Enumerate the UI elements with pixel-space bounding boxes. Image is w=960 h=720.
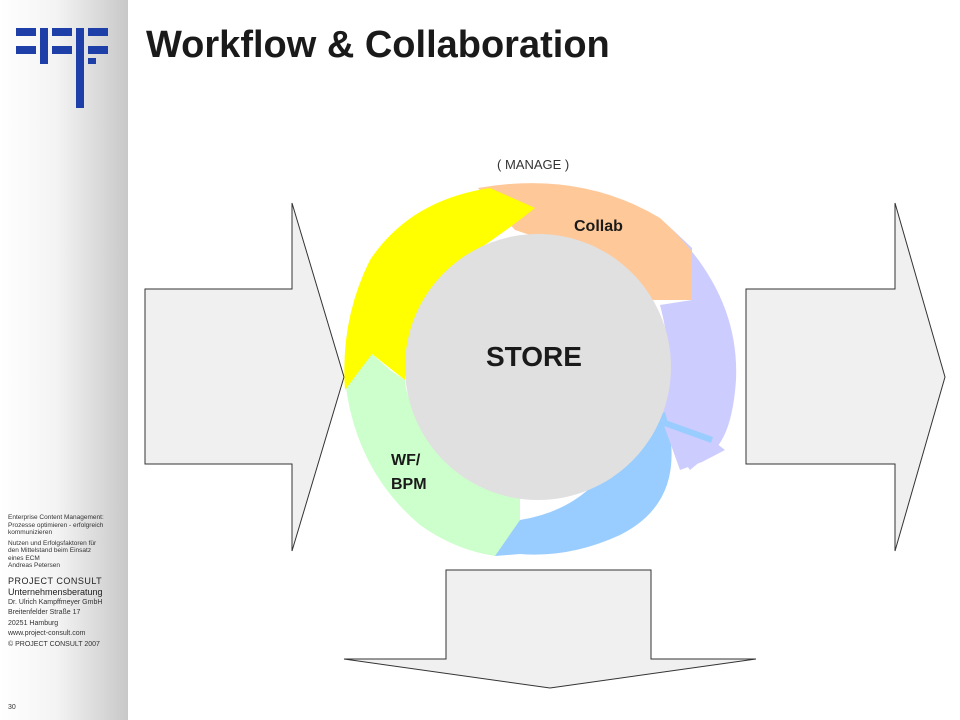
sidebar-line: Nutzen und Erfolgsfaktoren für bbox=[8, 539, 97, 547]
address-line: Dr. Ulrich Kampffmeyer GmbH bbox=[8, 598, 103, 606]
page-title: Workflow & Collaboration bbox=[146, 24, 610, 66]
company-name: PROJECT CONSULT bbox=[8, 575, 103, 586]
right-arrowhead bbox=[662, 420, 725, 470]
sidebar-line: kommunizieren bbox=[8, 529, 53, 536]
project-consult-logo-icon bbox=[16, 28, 108, 108]
right-segment bbox=[660, 218, 737, 470]
sidebar-panel bbox=[0, 0, 128, 720]
output-arrow bbox=[745, 202, 946, 552]
cycle-ring bbox=[344, 183, 737, 556]
website-link[interactable]: www.project-consult.com bbox=[8, 630, 86, 637]
manage-label: ( MANAGE ) bbox=[497, 157, 570, 172]
bottom-segment bbox=[475, 412, 672, 556]
collab-label: Collab bbox=[574, 218, 623, 235]
wf-bpm-label: WF/ BPM bbox=[391, 449, 427, 497]
sidebar-line: eines ECM bbox=[8, 554, 40, 562]
top-left-segment bbox=[344, 188, 535, 390]
sidebar-author: Andreas Petersen bbox=[8, 562, 61, 569]
collab-segment bbox=[478, 183, 692, 300]
wf-label-line1: WF/ bbox=[391, 452, 421, 469]
down-arrow bbox=[343, 569, 757, 689]
sidebar-line: Enterprise Content Management: bbox=[8, 514, 104, 521]
sidebar-line: Prozesse optimieren - erfolgreich bbox=[8, 521, 104, 529]
store-circle bbox=[405, 234, 671, 500]
company-subtitle: Unternehmensberatung bbox=[8, 586, 103, 597]
sidebar-info: Enterprise Content Management: Prozesse … bbox=[8, 514, 128, 650]
wf-label-line2: BPM bbox=[391, 476, 427, 493]
copyright: © PROJECT CONSULT 2007 bbox=[8, 640, 100, 648]
slide-number: 30 bbox=[8, 704, 16, 711]
wf-bpm-segment bbox=[345, 354, 520, 556]
sidebar-line: den Mittelstand beim Einsatz bbox=[8, 547, 92, 554]
input-arrow bbox=[144, 202, 345, 552]
store-label: STORE bbox=[486, 341, 582, 372]
address-line: 20251 Hamburg bbox=[8, 619, 59, 627]
address-line: Breitenfelder Straße 17 bbox=[8, 609, 81, 616]
